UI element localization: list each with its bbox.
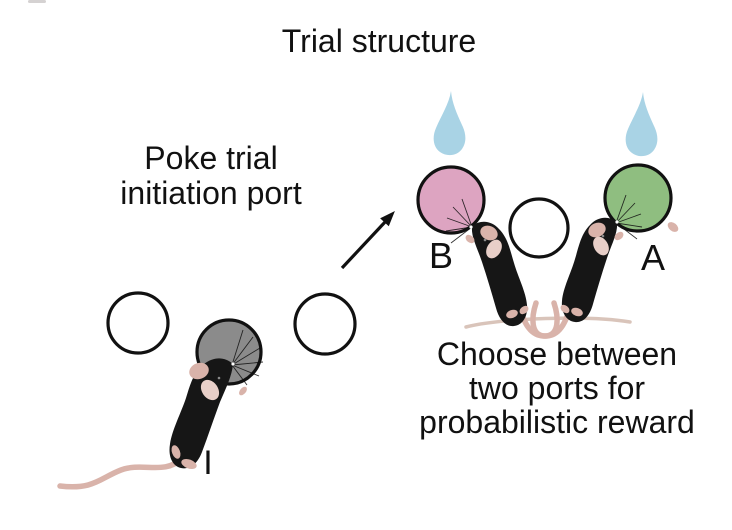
choice-caption-line2: two ports for — [468, 370, 646, 406]
choice-caption: Choose between two ports for probabilist… — [406, 337, 708, 439]
whisker-set-left-choice — [445, 198, 473, 244]
initiation-caption-line2: initiation port — [120, 175, 302, 211]
nose-dot — [231, 362, 235, 366]
foot — [519, 305, 529, 315]
crop-artifact — [28, 0, 46, 3]
nose-dot — [615, 220, 619, 224]
droplet-icon-right — [625, 92, 658, 157]
foot — [506, 309, 518, 319]
foot — [181, 458, 197, 470]
mouse-tails — [57, 300, 574, 490]
port-empty-right — [293, 292, 357, 356]
tail-initiation-mouse — [57, 456, 184, 490]
foot — [571, 307, 583, 317]
whisker-set-right-choice — [615, 194, 643, 240]
paw — [239, 386, 247, 396]
ear-inner — [200, 379, 220, 401]
port-a-label: A — [640, 237, 665, 278]
initiation-port-label: I — [203, 444, 213, 482]
face-dots — [217, 220, 619, 380]
nose-dot — [469, 225, 473, 229]
ground-line — [464, 316, 632, 329]
choice-caption-line3: probabilistic reward — [419, 404, 695, 440]
whisker-set-initiation — [231, 329, 264, 386]
ear-inner — [593, 236, 609, 256]
foot — [560, 304, 570, 314]
paw — [667, 222, 679, 232]
port-b-label: B — [428, 235, 453, 276]
choice-caption-line1: Choose between — [436, 336, 678, 372]
whiskers — [231, 194, 643, 386]
port-empty-middle — [508, 197, 570, 259]
eye-dot — [217, 376, 221, 380]
droplet-icon-left — [433, 91, 466, 156]
paw — [465, 234, 475, 244]
port-a — [603, 163, 673, 233]
port-empty-left — [106, 291, 170, 355]
initiation-caption: Poke trial initiation port — [61, 141, 361, 211]
arrow-head — [380, 210, 395, 227]
eye-dot — [483, 238, 487, 242]
initiation-mouse-body — [169, 358, 233, 469]
foot — [171, 445, 181, 459]
port-b — [416, 165, 486, 235]
ear-inner — [486, 239, 502, 259]
figure-title: Trial structure — [281, 23, 477, 59]
droplet-icons — [433, 91, 658, 157]
ear — [189, 362, 209, 380]
mouse-pink-parts — [171, 222, 679, 470]
eye-dot — [601, 234, 605, 238]
paw — [614, 231, 624, 241]
initiation-caption-line1: Poke trial — [144, 140, 278, 176]
left-choice-mouse-body — [471, 221, 528, 327]
arrow-shaft — [340, 219, 388, 270]
ear — [588, 222, 606, 238]
arrow-up-right-icon — [340, 210, 395, 270]
tail-right-choice-mouse — [530, 300, 574, 339]
ear — [480, 225, 498, 241]
